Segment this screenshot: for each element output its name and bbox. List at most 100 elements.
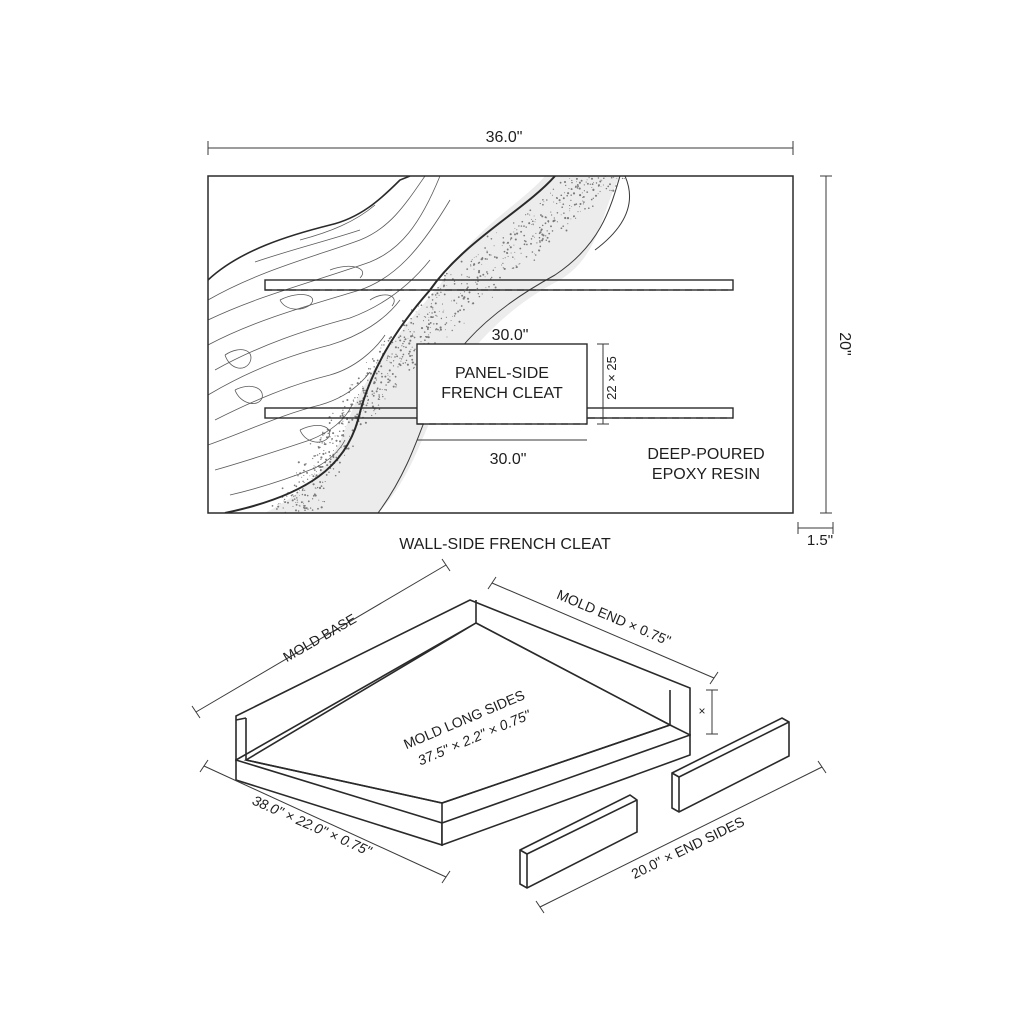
resin-speckle [302,469,305,472]
resin-speckle [504,257,506,259]
resin-speckle [364,421,367,424]
resin-speckle [597,193,599,195]
resin-speckle [518,225,520,227]
resin-speckle [503,250,506,253]
resin-speckle [520,230,523,233]
resin-speckle [372,359,375,362]
resin-speckle [515,264,517,267]
resin-speckle [506,248,509,251]
resin-speckle [518,263,520,265]
resin-speckle [378,408,381,411]
resin-speckle [540,229,543,232]
resin-speckle [282,507,284,509]
resin-speckle [579,210,581,212]
resin-speckle [322,434,324,436]
resin-speckle [315,471,317,473]
resin-speckle [573,203,576,206]
resin-speckle [317,446,320,449]
resin-speckle [570,194,572,196]
resin-speckle [486,251,489,254]
resin-speckle [546,236,549,239]
resin-speckle [513,231,515,233]
resin-speckle [523,240,526,242]
resin-speckle [387,339,390,342]
resin-speckle [306,494,309,497]
resin-speckle [510,239,511,241]
resin-speckle [303,506,305,509]
resin-speckle [460,260,463,263]
resin-speckle [490,254,492,256]
resin-speckle [342,420,344,422]
resin-speckle [463,296,466,299]
resin-speckle [356,401,359,404]
resin-speckle [394,346,397,349]
resin-speckle [569,177,571,179]
resin-speckle [576,183,579,186]
resin-speckle [278,503,279,505]
resin-speckle [361,400,363,402]
resin-speckle [351,384,354,386]
resin-speckle [381,375,383,378]
resin-speckle [339,415,342,418]
resin-speckle [429,332,431,334]
resin-speckle [338,461,341,464]
resin-speckle [523,243,526,246]
resin-speckle [378,395,380,397]
resin-speckle [502,267,504,269]
resin-speckle [594,194,598,197]
resin-speckle [419,335,422,338]
resin-speckle [476,283,478,285]
resin-speckle [538,249,540,251]
resin-speckle [541,224,544,227]
resin-speckle [305,507,308,510]
resin-speckle [400,358,403,360]
resin-speckle [397,366,399,368]
resin-speckle [623,178,625,180]
resin-speckle [568,188,570,190]
resin-speckle [325,473,328,476]
resin-speckle [315,474,318,477]
resin-speckle [579,202,582,206]
resin-speckle [344,406,346,408]
resin-speckle [412,322,415,325]
resin-speckle [395,353,397,355]
resin-speckle [338,471,341,473]
resin-speckle [404,338,407,341]
resin-speckle [437,287,439,289]
resin-speckle [571,206,572,207]
resin-speckle [286,495,288,497]
resin-speckle [531,251,534,253]
resin-speckle [284,501,287,504]
resin-speckle [453,283,456,285]
resin-speckle [394,375,397,378]
resin-speckle [428,334,430,336]
resin-speckle [562,197,565,200]
resin-speckle [349,435,350,437]
resin-speckle [356,382,359,385]
resin-speckle [444,329,446,331]
resin-speckle [575,185,577,188]
resin-speckle [299,505,301,507]
resin-speckle [516,232,519,235]
resin-speckle [399,339,401,342]
resin-speckle [311,474,313,476]
resin-speckle [479,258,481,260]
resin-speckle [342,435,345,437]
resin-speckle [395,386,397,388]
resin-speckle [525,255,528,258]
resin-speckle [402,342,404,345]
resin-speckle [456,302,458,304]
resin-label-line1: DEEP-POURED [647,446,764,463]
resin-speckle [335,439,338,442]
resin-speckle [377,404,380,406]
overall-width-label: 36.0" [486,129,523,146]
resin-speckle [563,212,565,214]
resin-speckle [426,306,428,308]
resin-speckle [328,422,331,424]
resin-speckle [325,458,327,461]
resin-speckle [560,194,563,197]
resin-speckle [341,414,344,417]
resin-speckle [458,320,461,323]
resin-speckle [334,435,336,437]
